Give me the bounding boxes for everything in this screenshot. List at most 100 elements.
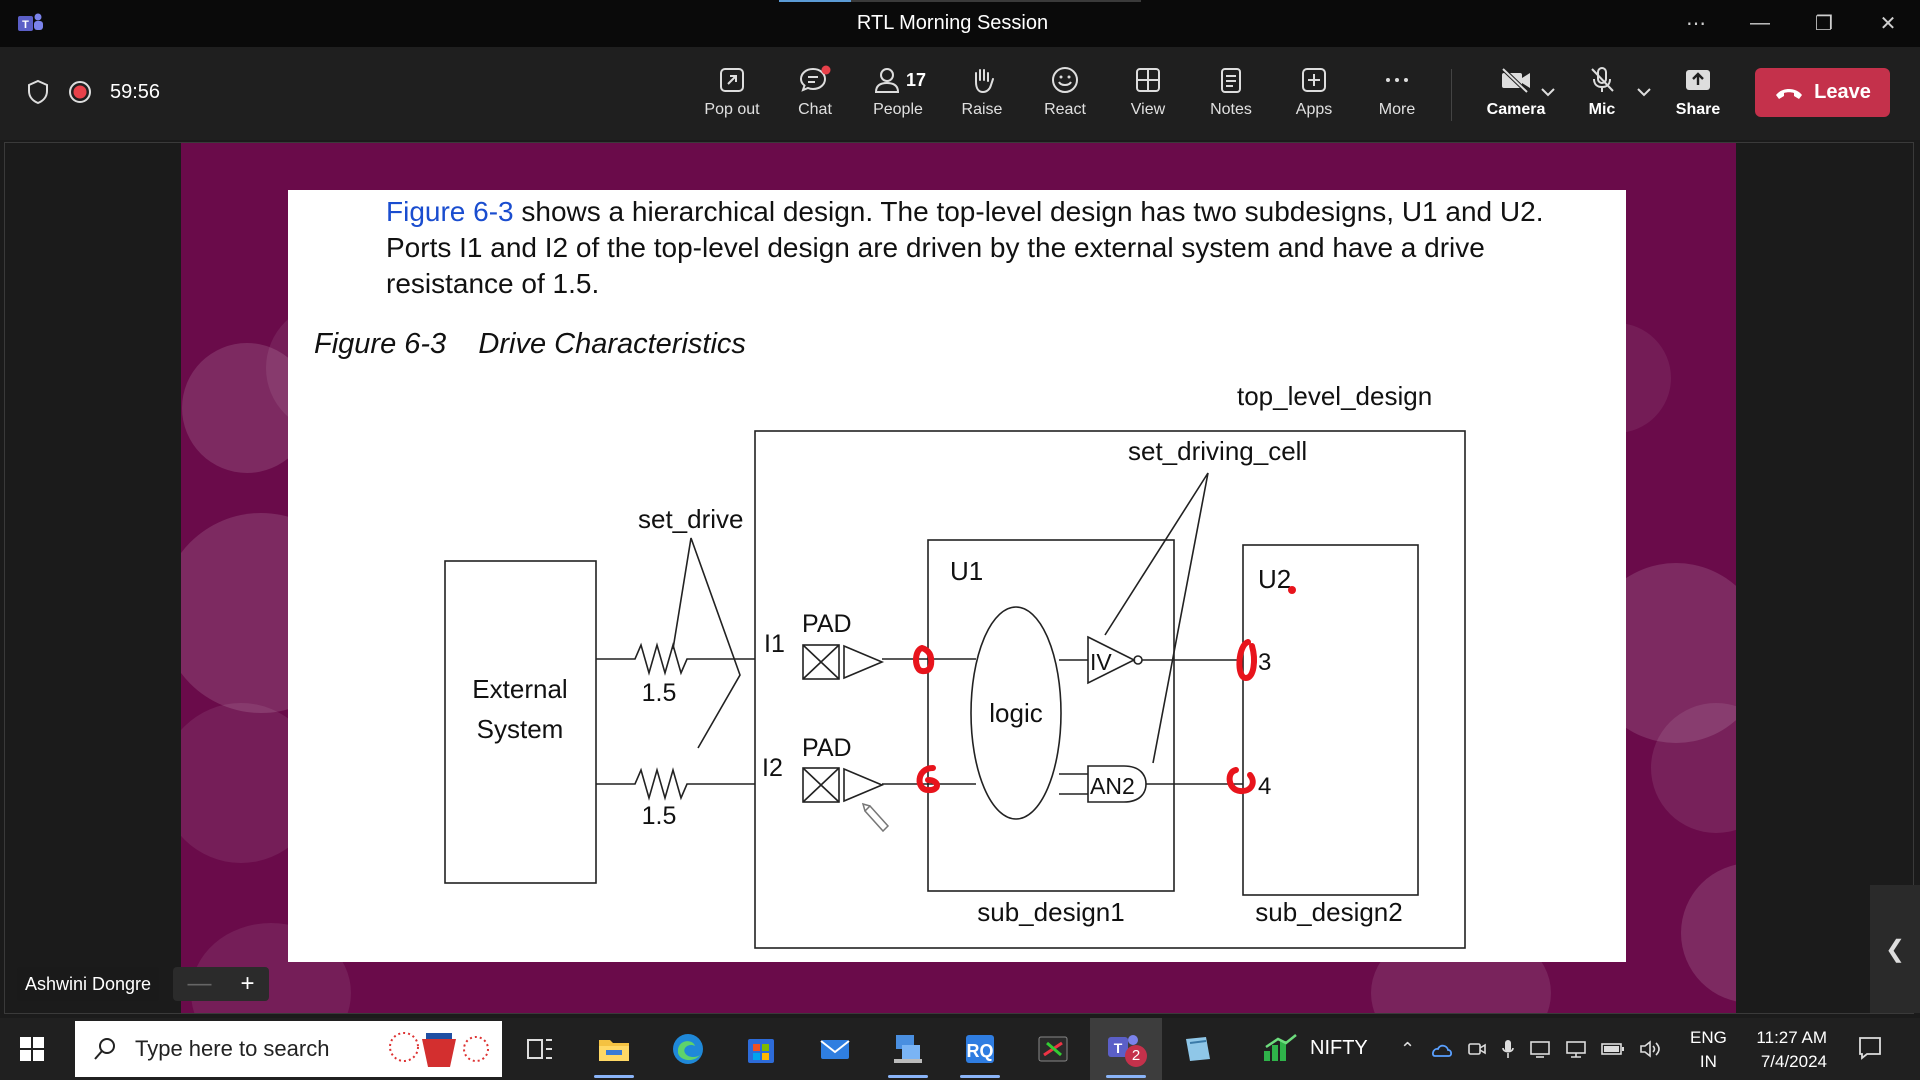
remote-desktop-icon[interactable]: [890, 1031, 926, 1067]
search-placeholder: Type here to search: [135, 1036, 330, 1061]
figure-caption: Drive Characteristics: [478, 328, 746, 360]
camera-button[interactable]: Camera: [1466, 65, 1566, 119]
mail-icon[interactable]: [817, 1031, 853, 1067]
leave-button[interactable]: Leave: [1755, 68, 1890, 117]
window-title: RTL Morning Session: [856, 12, 1049, 34]
camera-options-chevron-icon[interactable]: [1540, 87, 1556, 97]
stock-chart-icon: [1264, 1034, 1297, 1061]
hang-up-icon: [1776, 88, 1803, 99]
nifty-widget[interactable]: NIFTY: [1262, 1033, 1368, 1063]
chat-icon: [799, 65, 831, 92]
search-icon: [94, 1038, 115, 1060]
share-icon: [1686, 70, 1710, 90]
mic-label: Mic: [1588, 101, 1616, 118]
notes-label: Notes: [1210, 101, 1252, 118]
zoom-in-button[interactable]: +: [240, 970, 255, 997]
pad-2-buffer: [843, 767, 885, 803]
onedrive-icon[interactable]: [1429, 1040, 1453, 1058]
top-level-box: [754, 430, 1466, 949]
snipping-tool-icon[interactable]: [1035, 1031, 1071, 1067]
camera-off-icon: [1501, 67, 1530, 94]
shared-screen-stage: Figure 6-3 shows a hierarchical design. …: [0, 140, 1920, 1018]
leave-label: Leave: [1814, 81, 1871, 103]
file-explorer-icon[interactable]: [596, 1031, 632, 1067]
view-icon: [1136, 68, 1160, 92]
close-button[interactable]: ✕: [1879, 13, 1897, 35]
chat-button[interactable]: Chat: [775, 65, 855, 119]
notes-button[interactable]: Notes: [1191, 65, 1271, 119]
meeting-timer: 59:56: [110, 80, 161, 103]
slide-document: Figure 6-3 shows a hierarchical design. …: [288, 190, 1626, 962]
zoom-out-button[interactable]: —: [187, 970, 212, 997]
pin-3-label: 3: [1258, 649, 1271, 676]
notification-center-icon[interactable]: [1857, 1035, 1883, 1061]
task-view-icon[interactable]: [522, 1031, 558, 1067]
rq-app-indicator: [960, 1075, 1000, 1078]
react-button[interactable]: React: [1025, 65, 1105, 119]
port-i2-label: I2: [762, 754, 783, 782]
apps-icon: [1302, 68, 1326, 92]
apps-button[interactable]: Apps: [1274, 65, 1354, 119]
external-label-1: External: [472, 674, 567, 704]
u2-box: [1242, 544, 1419, 896]
iv-gate: [1087, 635, 1136, 685]
iv-label: IV: [1090, 649, 1112, 675]
teams-taskbar-active[interactable]: T 2: [1090, 1018, 1162, 1080]
search-highlight-icon: [389, 1032, 489, 1067]
pad-1-buffer: [843, 644, 885, 680]
resistor-2-value: 1.5: [642, 802, 677, 830]
pad-2-box: [802, 767, 840, 803]
u1-label: U1: [950, 556, 983, 586]
raise-button[interactable]: Raise: [942, 65, 1022, 119]
popout-label: Pop out: [704, 101, 760, 118]
microphone-tray-icon[interactable]: [1501, 1038, 1515, 1060]
mic-options-chevron-icon[interactable]: [1636, 87, 1652, 97]
window-more-icon[interactable]: ⋯: [1686, 13, 1706, 35]
clock-date: 7/4/2024: [1760, 1052, 1827, 1071]
popout-button[interactable]: Pop out: [692, 65, 772, 119]
notes-icon: [1221, 68, 1241, 93]
display-icon[interactable]: [1565, 1039, 1587, 1059]
people-button[interactable]: 17 People: [858, 65, 938, 119]
meet-now-icon[interactable]: [1467, 1039, 1487, 1059]
notepad-icon[interactable]: [1180, 1031, 1216, 1067]
figure-number: Figure 6-3: [314, 328, 447, 360]
figure-link[interactable]: Figure 6-3: [386, 196, 514, 227]
more-button[interactable]: More: [1357, 65, 1437, 119]
set-driving-cell-arrow: [1104, 472, 1209, 764]
collapse-panel-button[interactable]: ❮: [1870, 885, 1920, 1013]
lang-region: IN: [1699, 1052, 1717, 1071]
set-drive-arrow: [672, 537, 741, 749]
view-button[interactable]: View: [1108, 65, 1188, 119]
tray-expand-icon[interactable]: ⌃: [1400, 1038, 1416, 1059]
edge-browser-icon[interactable]: [670, 1031, 706, 1067]
remote-desktop-indicator: [888, 1075, 928, 1078]
sub-design1-label: sub_design1: [977, 897, 1124, 927]
red-annotations: [913, 639, 1257, 795]
react-label: React: [1044, 101, 1086, 118]
external-label-2: System: [477, 714, 564, 744]
share-button[interactable]: Share: [1658, 65, 1738, 119]
set-drive-label: set_drive: [638, 504, 744, 534]
microsoft-store-icon[interactable]: [743, 1031, 779, 1067]
taskbar-search[interactable]: Type here to search: [75, 1021, 502, 1077]
u2-label: U2: [1258, 564, 1291, 594]
network-share-icon[interactable]: [1529, 1039, 1551, 1059]
shield-icon[interactable]: [26, 79, 50, 105]
svg-text:T: T: [1114, 1040, 1123, 1056]
recording-icon: [69, 81, 91, 103]
restore-button[interactable]: ❐: [1815, 13, 1833, 35]
slide-paragraph: Figure 6-3 shows a hierarchical design. …: [386, 194, 1606, 302]
mic-button[interactable]: Mic: [1572, 65, 1632, 119]
figure-title: Figure 6-3 Drive Characteristics: [314, 328, 746, 361]
battery-icon[interactable]: [1601, 1042, 1625, 1056]
windows-start-icon[interactable]: [20, 1037, 44, 1061]
taskbar-clock[interactable]: 11:27 AM 7/4/2024: [1747, 1026, 1827, 1074]
input-language[interactable]: ENG IN: [1690, 1026, 1727, 1074]
raise-label: Raise: [961, 101, 1003, 118]
volume-icon[interactable]: [1639, 1039, 1661, 1059]
minimize-button[interactable]: —: [1750, 12, 1770, 34]
camera-label: Camera: [1486, 101, 1546, 118]
rq-app-icon[interactable]: RQ: [962, 1031, 998, 1067]
svg-text:RQ: RQ: [967, 1041, 994, 1061]
